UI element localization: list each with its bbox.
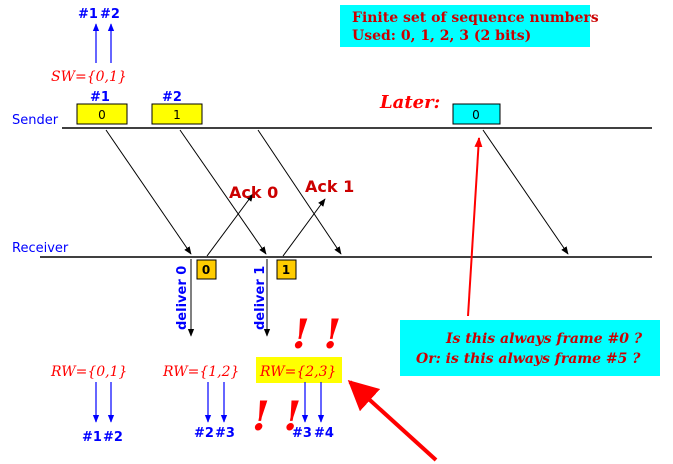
rw3-bottom-1: #3: [292, 426, 312, 441]
info-box-line1: Finite set of sequence numbers: [352, 10, 599, 26]
later-label: Later:: [379, 92, 440, 113]
ack-label-1: Ack 1: [305, 177, 354, 196]
question-line2: Or: is this always frame #5 ?: [416, 351, 641, 367]
question-line1: Is this always frame #0 ?: [445, 331, 643, 347]
rw1-bottom-2: #2: [103, 430, 123, 445]
frame-arrow-1: [179, 129, 267, 255]
deliver-label-0: deliver 0: [175, 266, 190, 330]
sender-frame-0: [76, 103, 128, 125]
sender-window-label: SW={0,1}: [51, 69, 127, 85]
receiver-label: Receiver: [12, 241, 69, 256]
ack-arrow-1: [282, 198, 326, 257]
later-frame: [452, 103, 501, 125]
sender-label: Sender: [12, 113, 59, 128]
sender-window-top-label-2: #2: [100, 7, 120, 22]
info-box: [340, 5, 590, 47]
sender-frame-label-2: #2: [162, 90, 182, 105]
delivered-frame-1: [276, 259, 297, 280]
delivered-frame-0: [196, 259, 217, 280]
exclamation-lower: ! !: [252, 393, 301, 440]
question-box: [400, 320, 660, 376]
sender-window-top-label-1: #1: [78, 7, 98, 22]
highlight-arrow: [347, 379, 438, 462]
ack-label-0: Ack 0: [229, 183, 278, 202]
frame-arrow-later: [482, 129, 569, 255]
rw-label-2: RW={1,2}: [162, 364, 239, 380]
delivered-frame-0-label: 0: [202, 263, 210, 277]
rw1-bottom-1: #1: [82, 430, 102, 445]
rw2-bottom-1: #2: [194, 426, 214, 441]
sender-frame-0-label: 0: [98, 108, 106, 122]
deliver-label-1: deliver 1: [253, 266, 268, 330]
sender-frame-1-label: 1: [173, 108, 181, 122]
rw-label-3: RW={2,3}: [259, 364, 336, 380]
sender-frame-label-1: #1: [90, 90, 110, 105]
delivered-frame-1-label: 1: [282, 263, 290, 277]
rw-label-1: RW={0,1}: [50, 364, 127, 380]
info-box-line2: Used: 0, 1, 2, 3 (2 bits): [352, 28, 531, 44]
frame-arrow-0: [105, 129, 192, 255]
rw-highlight: [256, 357, 342, 383]
rw2-bottom-2: #3: [215, 426, 235, 441]
rw3-bottom-2: #4: [314, 426, 334, 441]
ack-arrow-0: [206, 193, 254, 257]
exclamation-upper: ! !: [292, 311, 341, 358]
frame-arrow-2: [257, 129, 342, 255]
sender-frame-1: [151, 103, 203, 125]
later-frame-label: 0: [472, 108, 480, 122]
question-arrow: [467, 137, 483, 317]
